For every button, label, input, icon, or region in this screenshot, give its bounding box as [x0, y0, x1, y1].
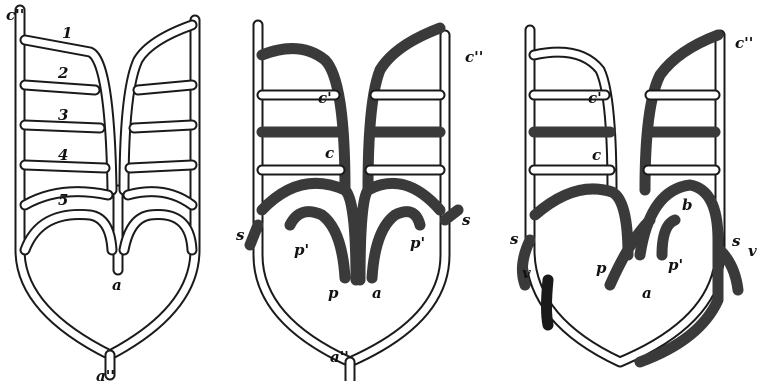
label-c: c [592, 146, 601, 164]
panel-2-vessels [250, 25, 458, 380]
label-a-double-prime: a'' [330, 348, 349, 366]
label-b: b [682, 196, 693, 214]
label-c-double-prime: c'' [6, 6, 24, 24]
label-c-double-prime: c'' [735, 34, 753, 52]
panel-3: c'' c' c b s s v v p p' a [510, 30, 757, 362]
label-p: p [328, 284, 339, 302]
panel-3-vessels [522, 30, 738, 362]
label-p: p [596, 259, 607, 277]
label-c-double-prime: c'' [465, 48, 483, 66]
label-arch-2: 2 [57, 64, 68, 82]
label-a: a [642, 284, 652, 302]
label-s-left: s [510, 230, 519, 248]
label-c: c [325, 144, 334, 162]
label-arch-4: 4 [58, 146, 68, 164]
label-a: a [372, 284, 382, 302]
label-s-right: s [462, 211, 471, 229]
label-c-prime: c' [588, 89, 602, 107]
panel-1-vessels [20, 10, 195, 375]
label-p-prime: p' [668, 256, 683, 274]
label-a: a [112, 276, 122, 294]
label-arch-1: 1 [62, 24, 72, 42]
label-p-prime-left: p' [294, 241, 309, 259]
label-v-right: v [748, 242, 757, 260]
label-v-left: v [522, 264, 531, 282]
label-arch-5: 5 [58, 191, 68, 209]
label-a-double-prime: a'' [96, 367, 115, 381]
label-p-prime-right: p' [410, 234, 425, 252]
label-c-prime: c' [318, 89, 332, 107]
label-arch-3: 3 [58, 106, 68, 124]
label-s-right: s [732, 232, 741, 250]
panel-2: c'' c' c s s p' p' p a a'' [236, 25, 483, 380]
panel-1: c'' 1 2 3 4 5 a a'' [6, 6, 195, 381]
label-s-left: s [236, 226, 245, 244]
